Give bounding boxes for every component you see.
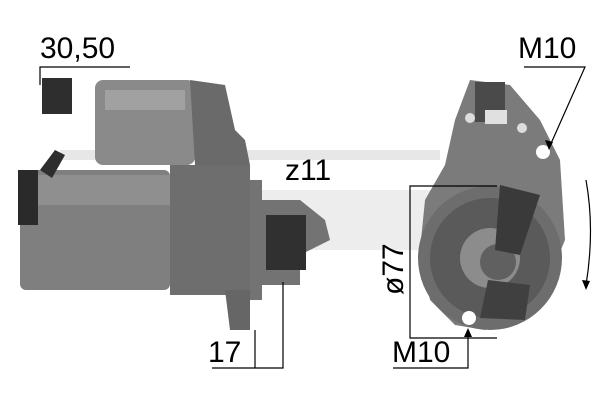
teeth-count-label: z11: [285, 154, 331, 187]
connector-plug: [42, 78, 72, 114]
starter-side-view: [18, 78, 330, 330]
bottom-bolt-label: M10: [392, 336, 450, 369]
arrowheads: [464, 140, 590, 337]
starter-front-view: [418, 80, 565, 330]
bolt-hole-top: [536, 145, 550, 159]
top-bolt-label: M10: [518, 32, 576, 65]
pinion-offset-label: 17: [208, 336, 241, 369]
diameter-label: ø77: [377, 243, 410, 295]
connector-size-label: 30,50: [40, 32, 115, 65]
bolt-hole-bottom: [462, 311, 476, 325]
dimension-lines: [39, 66, 592, 369]
pinion-gear: [266, 215, 306, 270]
